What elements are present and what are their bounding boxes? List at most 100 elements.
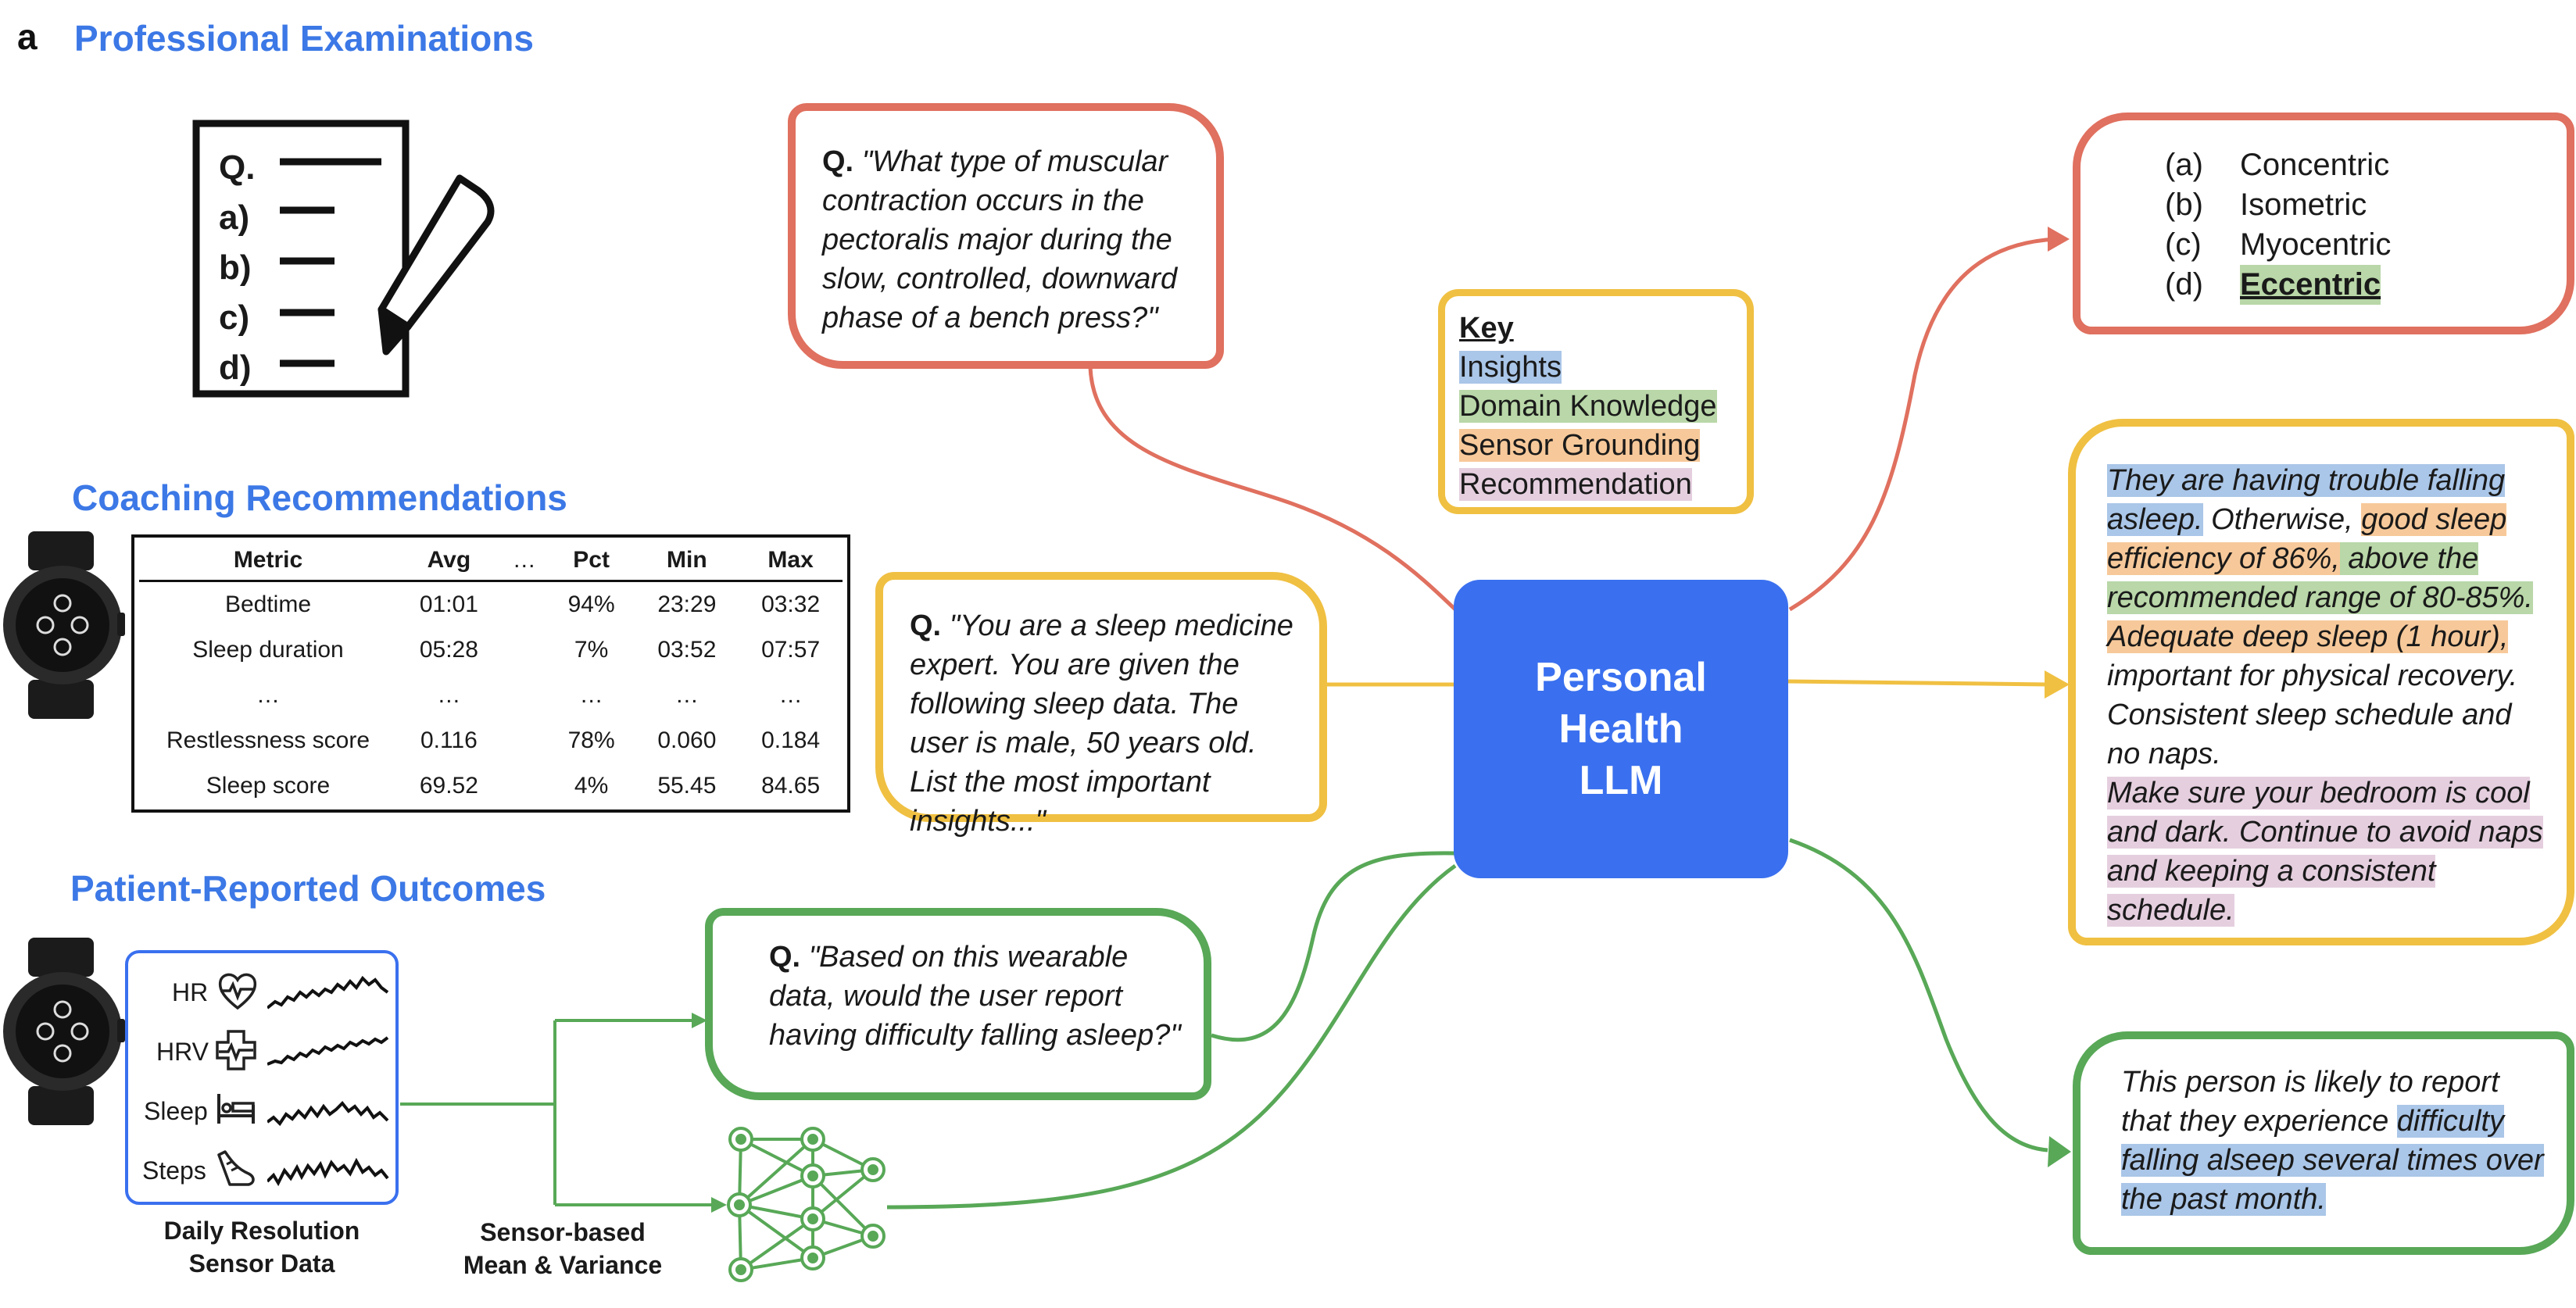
table-cell: 55.45 bbox=[657, 773, 717, 799]
exam-sheet-q: Q. bbox=[219, 148, 256, 187]
exam-sheet-a: a) bbox=[219, 198, 250, 237]
bed-icon bbox=[217, 1094, 255, 1124]
table-cell: 0.116 bbox=[420, 727, 478, 753]
neural-network-icon bbox=[727, 1127, 886, 1282]
sensor-branch-up-arrowhead bbox=[692, 1013, 707, 1028]
mc-option-c: (c) Myocentric bbox=[2165, 225, 2551, 265]
table-cell: … bbox=[437, 682, 461, 708]
table-cell: 0.060 bbox=[657, 727, 717, 753]
sensor-label-steps: Steps bbox=[142, 1156, 206, 1185]
metrics-header-pct: Pct bbox=[573, 547, 610, 573]
mc-letter: (d) bbox=[2165, 267, 2203, 302]
table-row: Bedtime 01:01 94% 23:29 03:32 bbox=[139, 581, 843, 628]
hrv-sparkline bbox=[267, 1036, 389, 1066]
key-domain-knowledge: Domain Knowledge bbox=[1459, 390, 1717, 423]
table-cell bbox=[501, 627, 548, 673]
key-sensor-grounding: Sensor Grounding bbox=[1459, 429, 1701, 462]
hrv-cross-icon bbox=[216, 1030, 256, 1070]
sleep-answer-connector bbox=[1787, 679, 2048, 687]
table-cell: Sleep score bbox=[206, 773, 331, 799]
mc-letter: (b) bbox=[2165, 188, 2203, 222]
mc-option-b: (b) Isometric bbox=[2165, 185, 2551, 225]
exam-connector bbox=[1088, 366, 1457, 611]
answer-text: important for physical recovery. Consist… bbox=[2107, 659, 2518, 770]
mc-correct-answer: Eccentric bbox=[2240, 265, 2381, 305]
metrics-header-min: Min bbox=[667, 547, 707, 573]
section-title-pro: Patient-Reported Outcomes bbox=[70, 868, 546, 909]
table-cell: 03:32 bbox=[761, 591, 821, 617]
mc-option-a: (a) Concentric bbox=[2165, 145, 2551, 185]
network-connector bbox=[886, 863, 1457, 1210]
table-cell: Bedtime bbox=[224, 591, 312, 617]
pro-answer-text: This person is likely to report that the… bbox=[2121, 1066, 2499, 1138]
pro-question-label: Q. bbox=[769, 941, 801, 974]
table-cell: … bbox=[674, 682, 699, 708]
mc-letter: (c) bbox=[2165, 227, 2202, 262]
table-row: Restlessness score 0.116 78% 0.060 0.184 bbox=[139, 718, 843, 763]
exam-question-box: Q. "What type of muscular contraction oc… bbox=[788, 103, 1224, 369]
sensor-sparklines bbox=[267, 975, 389, 1187]
table-cell: 84.65 bbox=[761, 773, 821, 799]
heart-pulse-icon bbox=[218, 973, 257, 1010]
pencil-icon bbox=[377, 174, 495, 356]
mc-letter: (a) bbox=[2165, 148, 2203, 182]
pro-answer-arrowhead bbox=[2048, 1136, 2071, 1167]
pro-answer-connector bbox=[1789, 838, 2048, 1153]
table-row: Sleep score 69.52 4% 55.45 84.65 bbox=[139, 763, 843, 809]
table-cell: … bbox=[778, 682, 803, 708]
panel-letter: a bbox=[17, 16, 38, 57]
sensor-data-caption: Daily Resolution Sensor Data bbox=[125, 1214, 399, 1280]
metrics-header-ellipsis: … bbox=[512, 547, 536, 573]
table-cell bbox=[501, 763, 548, 809]
mean-variance-line2: Mean & Variance bbox=[463, 1251, 663, 1279]
exam-answer-connector bbox=[1788, 237, 2056, 612]
table-cell: Restlessness score bbox=[166, 727, 370, 753]
center-line2: Health bbox=[1558, 706, 1683, 752]
metrics-header-max: Max bbox=[767, 547, 814, 573]
table-cell bbox=[501, 673, 548, 718]
table-cell: 69.52 bbox=[419, 773, 478, 799]
table-cell bbox=[501, 581, 548, 628]
table-cell: 07:57 bbox=[761, 637, 821, 663]
table-cell: 4% bbox=[574, 773, 609, 799]
smartwatch-icon bbox=[3, 531, 125, 719]
section-title-exams: Professional Examinations bbox=[74, 18, 534, 59]
key-recommendation: Recommendation bbox=[1459, 468, 1692, 501]
answer-text: Otherwise, bbox=[2202, 503, 2362, 536]
sensor-branch-down-arrowhead bbox=[711, 1197, 727, 1213]
sleep-sparkline bbox=[267, 1101, 389, 1127]
exam-sheet-d: d) bbox=[219, 348, 252, 387]
pro-question-text: "Based on this wearable data, would the … bbox=[769, 941, 1181, 1052]
sensor-data-panel: HR HRV Sleep Steps bbox=[125, 950, 399, 1205]
exam-answer-arrowhead bbox=[2048, 227, 2070, 252]
exam-sheet-c: c) bbox=[219, 298, 250, 337]
sensor-label-sleep: Sleep bbox=[144, 1097, 208, 1125]
table-cell: 05:28 bbox=[419, 637, 478, 663]
pro-connector bbox=[1211, 851, 1456, 1042]
metrics-table-header: Metric Avg … Pct Min Max bbox=[139, 541, 843, 581]
key-title: Key bbox=[1459, 312, 1514, 345]
exam-answer-box: (a) Concentric (b) Isometric (c) Myocent… bbox=[2073, 113, 2574, 334]
table-cell: 0.184 bbox=[761, 727, 821, 753]
table-cell: 7% bbox=[574, 637, 609, 663]
table-row: Sleep duration 05:28 7% 03:52 07:57 bbox=[139, 627, 843, 673]
table-cell: 23:29 bbox=[657, 591, 717, 617]
table-cell: … bbox=[579, 682, 603, 708]
mc-text: Myocentric bbox=[2240, 227, 2392, 262]
smartwatch-icon-2 bbox=[3, 938, 125, 1125]
sleep-question-box: Q. "You are a sleep medicine expert. You… bbox=[875, 572, 1327, 838]
answer-sensor-grounding-2: Adequate deep sleep (1 hour), bbox=[2107, 620, 2509, 653]
mean-variance-caption: Sensor-based Mean & Variance bbox=[453, 1216, 672, 1281]
sensor-label-hr: HR bbox=[172, 978, 209, 1006]
table-cell: 01:01 bbox=[419, 591, 478, 617]
center-line3: LLM bbox=[1579, 758, 1663, 803]
sensor-caption-line1: Daily Resolution bbox=[163, 1217, 360, 1245]
sleep-answer-arrowhead bbox=[2045, 670, 2070, 699]
metrics-header-avg: Avg bbox=[427, 547, 471, 573]
shoe-steps-icon bbox=[217, 1150, 255, 1186]
mean-variance-line1: Sensor-based bbox=[480, 1218, 646, 1246]
key-insights: Insights bbox=[1459, 351, 1562, 384]
sleep-question-label: Q. bbox=[910, 609, 942, 642]
exam-question-label: Q. bbox=[822, 145, 854, 178]
